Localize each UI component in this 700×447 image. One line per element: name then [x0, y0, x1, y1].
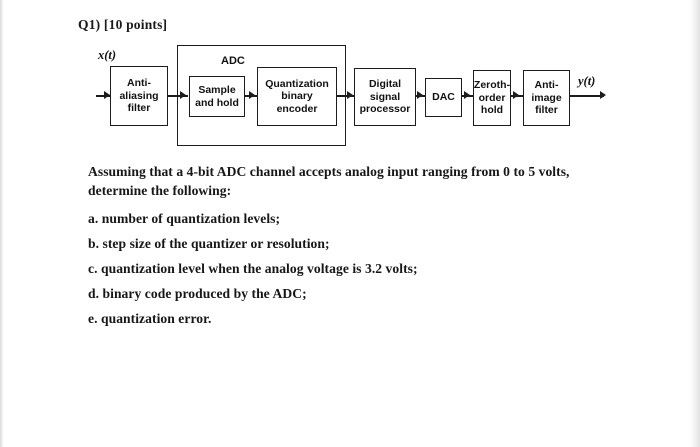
- list-item: d. binary code produced by the ADC;: [88, 286, 307, 301]
- arrowhead-dac-to-zoh: [464, 91, 470, 99]
- list-item: a. number of quantization levels;: [88, 211, 281, 226]
- arrowhead-dsp-to-dac: [417, 91, 423, 99]
- block-dac: DAC: [425, 78, 462, 117]
- arrowhead-output: [600, 91, 606, 99]
- list-item: c. quantization level when the analog vo…: [88, 261, 418, 276]
- wire-filter-to-adc: [168, 95, 188, 97]
- question-body: Assuming that a 4-bit ADC channel accept…: [88, 162, 608, 334]
- list-item: b. step size of the quantizer or resolut…: [88, 236, 330, 251]
- arrowhead-quant-to-dsp: [347, 91, 353, 99]
- wire-quant-to-dsp: [337, 95, 354, 97]
- question-prompt: Assuming that a 4-bit ADC channel accept…: [88, 164, 570, 198]
- arrowhead-filter-to-adc: [180, 91, 186, 99]
- input-signal-label: x(t): [98, 48, 117, 62]
- wire-output: [570, 95, 604, 97]
- adc-group-label: ADC: [221, 55, 245, 67]
- output-signal-label: y(t): [578, 74, 596, 88]
- page-edge-right-shadow: [690, 0, 700, 447]
- wire-input: [96, 95, 110, 97]
- question-list: a. number of quantization levels; b. ste…: [88, 209, 608, 328]
- question-title: Q1) [10 points]: [78, 17, 168, 32]
- list-item: e. quantization error.: [88, 311, 212, 326]
- arrowhead-sh-to-quant: [249, 91, 255, 99]
- arrowhead-zoh-to-antiimage: [513, 91, 519, 99]
- block-label-dac: DAC: [432, 91, 455, 104]
- arrowhead-input: [104, 91, 110, 99]
- page-edge-left-shadow: [0, 0, 4, 447]
